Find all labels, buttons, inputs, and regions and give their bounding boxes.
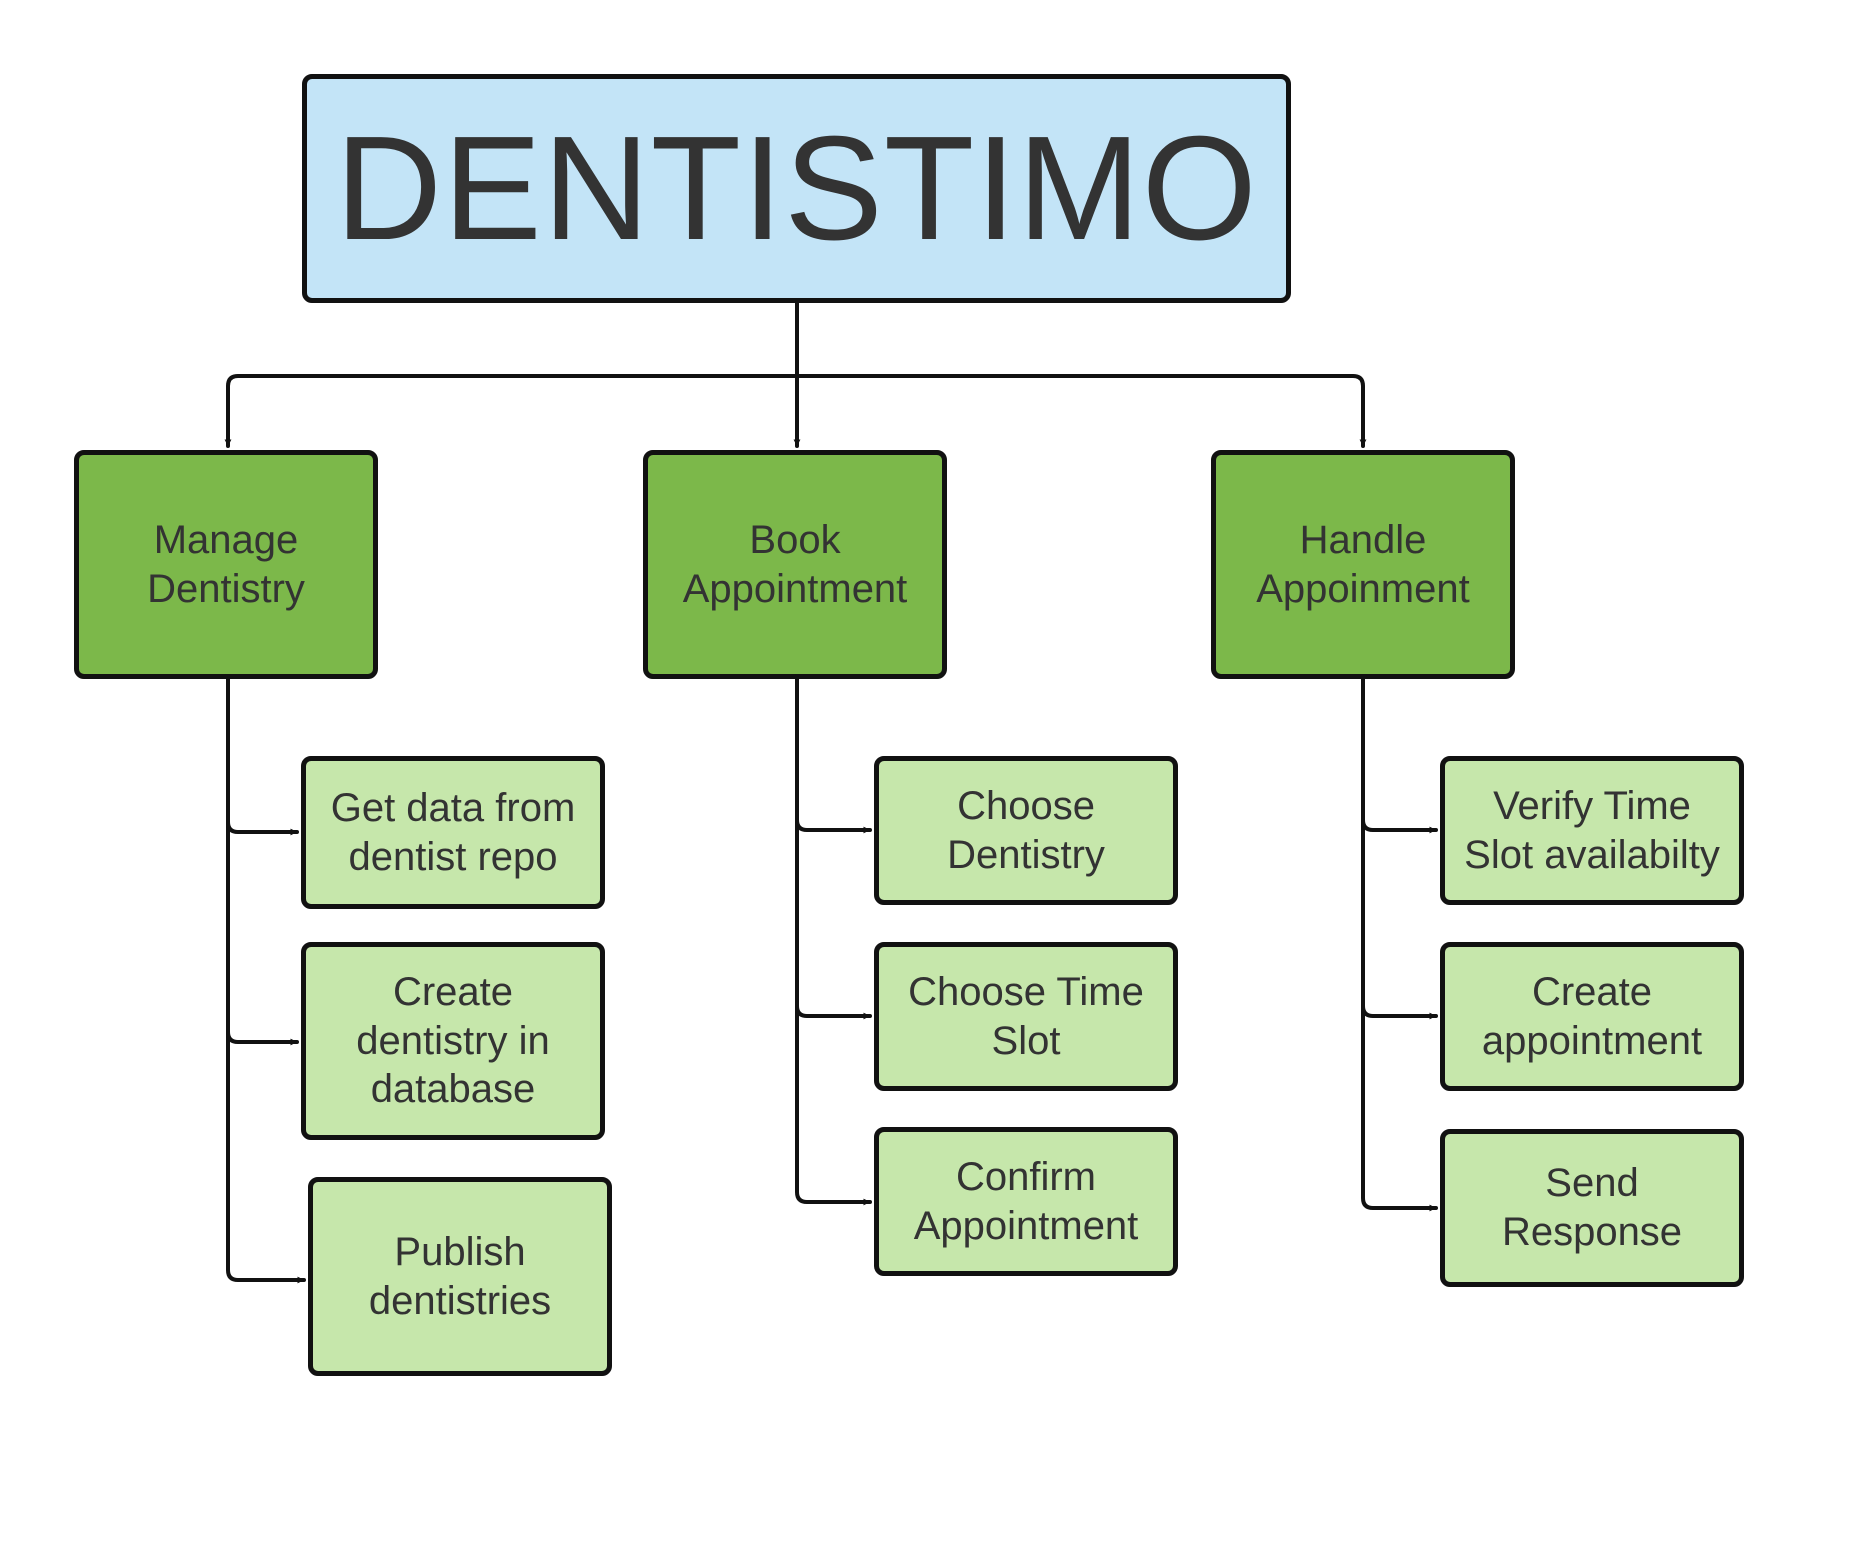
arrow-handle-to-verify-time-slot — [1361, 818, 1438, 834]
task-choose-time-slot: Choose Time Slot — [874, 942, 1178, 1091]
task-publish-dentistries: Publish dentistries — [308, 1177, 612, 1376]
book-appointment-trunk — [795, 677, 872, 1206]
task-get-data-from-dentist-repo: Get data from dentist repo — [301, 756, 605, 909]
task-label: Choose Time Slot — [908, 969, 1144, 1063]
arrow-root-to-manage-dentistry — [224, 374, 799, 448]
root-label: DENTISTIMO — [335, 105, 1258, 271]
task-label: Verify Time Slot availabilty — [1464, 783, 1720, 877]
task-verify-time-slot-availability: Verify Time Slot availabilty — [1440, 756, 1744, 905]
task-label: Create appointment — [1481, 969, 1703, 1063]
task-label: Publish dentistries — [368, 1229, 552, 1323]
task-send-response: Send Response — [1440, 1129, 1744, 1287]
arrow-handle-to-create-appointment — [1361, 1004, 1438, 1020]
task-label: Choose Dentistry — [947, 783, 1105, 877]
root-node: DENTISTIMO — [302, 74, 1291, 303]
arrow-book-to-choose-dentistry — [795, 818, 872, 834]
category-label: Manage Dentistry — [147, 517, 305, 611]
arrow-root-to-handle-appoinment — [795, 374, 1367, 448]
task-label: Confirm Appointment — [913, 1154, 1139, 1248]
task-label: Send Response — [1501, 1161, 1683, 1254]
task-label: Get data from dentist repo — [330, 785, 576, 879]
task-choose-dentistry: Choose Dentistry — [874, 756, 1178, 905]
arrow-manage-to-create-dentistry — [226, 1030, 299, 1046]
category-book-appointment: Book Appointment — [643, 450, 947, 679]
category-handle-appoinment: Handle Appoinment — [1211, 450, 1515, 679]
category-manage-dentistry: Manage Dentistry — [74, 450, 378, 679]
manage-dentistry-trunk — [226, 677, 306, 1284]
task-create-dentistry-in-database: Create dentistry in database — [301, 942, 605, 1140]
arrow-book-to-choose-time-slot — [795, 1004, 872, 1020]
category-label: Handle Appoinment — [1256, 517, 1470, 611]
task-confirm-appointment: Confirm Appointment — [874, 1127, 1178, 1276]
task-label: Create dentistry in database — [356, 969, 550, 1112]
arrow-manage-to-get-data — [226, 820, 299, 836]
category-label: Book Appointment — [682, 517, 908, 611]
handle-appoinment-trunk — [1361, 677, 1438, 1212]
task-create-appointment: Create appointment — [1440, 942, 1744, 1091]
